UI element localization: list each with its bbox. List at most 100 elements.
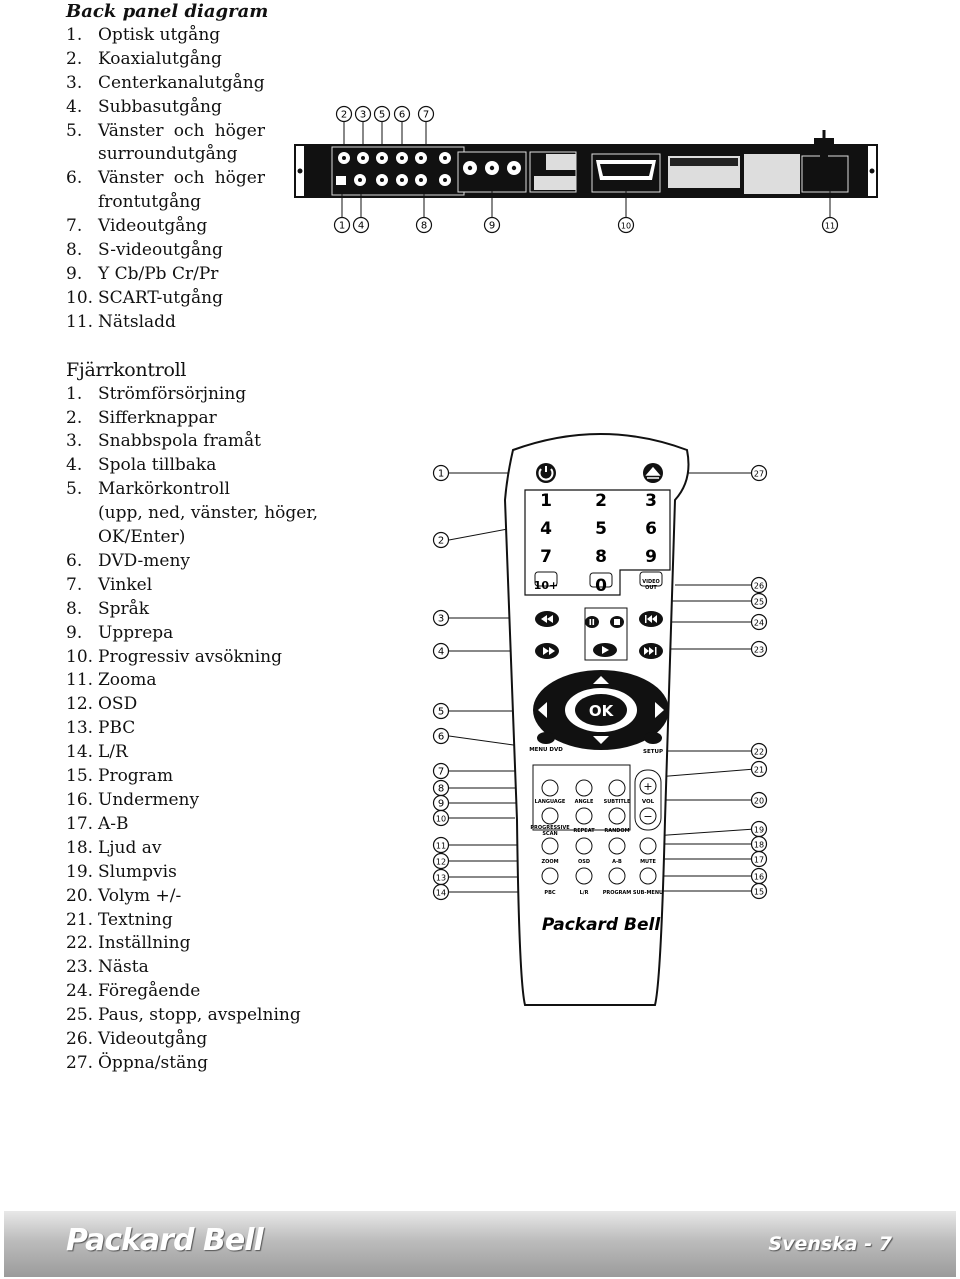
item-number: 4. <box>66 96 83 117</box>
callout-circle <box>354 105 372 123</box>
item-text: Zooma <box>98 670 157 691</box>
item-number: 15. <box>66 766 94 787</box>
callout-number: 9 <box>438 799 444 810</box>
item-number: 9. <box>66 263 83 284</box>
zero-key: 0 <box>595 576 607 596</box>
callout-circle <box>750 613 768 631</box>
callout-circle <box>432 883 450 901</box>
remote-item: 12.OSD <box>66 693 406 717</box>
back-panel-item: 11.Nätsladd <box>66 311 406 335</box>
video-out-label-2: OUT <box>645 585 657 591</box>
callout-number: 4 <box>438 647 444 658</box>
item-text: Videoutgång <box>98 1029 208 1050</box>
item-number: 12. <box>66 694 94 715</box>
item-text: (upp, ned, vänster, höger, OK/Enter) <box>98 503 319 548</box>
remote-item: 4.Spola tillbaka <box>66 454 406 478</box>
callout-number: 21 <box>754 766 764 775</box>
item-number: 20. <box>66 885 94 906</box>
item-number: 8. <box>66 240 83 261</box>
item-text: Strömförsörjning <box>98 383 247 404</box>
item-text: Inställning <box>98 933 191 954</box>
item-number: 9. <box>66 622 83 643</box>
item-number: 7. <box>66 216 83 237</box>
callout-circle <box>393 105 411 123</box>
callout-number: 5 <box>379 110 385 121</box>
back-panel-title: Back panel diagram <box>66 1 269 22</box>
func-label: SCAN <box>542 831 557 837</box>
remote-item: 22.Inställning <box>66 932 406 956</box>
item-number: 14. <box>66 742 94 763</box>
item-text: Paus, stopp, avspelning <box>98 1005 301 1026</box>
remote-item: 17.A-B <box>66 813 406 837</box>
vol-label: VOL <box>642 799 655 805</box>
digit-key-9[interactable]: 9 <box>645 547 657 567</box>
item-text: SCART-utgång <box>98 287 223 308</box>
func-label: ANGLE <box>575 799 594 805</box>
item-text: Vinkel <box>98 574 153 595</box>
remote-item: 6.DVD-meny <box>66 550 406 574</box>
item-text: L/R <box>98 742 128 763</box>
item-number: 23. <box>66 957 94 978</box>
item-number: 5. <box>66 479 83 500</box>
back-panel-item: 4.Subbasutgång <box>66 96 406 120</box>
callout-circle <box>432 642 450 660</box>
back-panel-item: 10.SCART-utgång <box>66 287 406 311</box>
digit-key-2[interactable]: 2 <box>595 491 607 511</box>
remote-brand: Packard Bell <box>542 915 661 935</box>
callout-number: 14 <box>436 889 446 898</box>
digit-key-8[interactable]: 8 <box>595 547 607 567</box>
callout-number: 23 <box>754 646 764 655</box>
digit-key-1[interactable]: 1 <box>540 491 552 511</box>
remote-item: 18.Ljud av <box>66 837 406 861</box>
digit-key-3[interactable]: 3 <box>645 491 657 511</box>
func-label: LANGUAGE <box>535 799 566 805</box>
item-number: 26. <box>66 1029 94 1050</box>
callout-circle <box>432 836 450 854</box>
item-number: 10. <box>66 646 94 667</box>
digit-key-5[interactable]: 5 <box>595 519 607 539</box>
item-number: 5. <box>66 120 83 141</box>
callout-number: 11 <box>825 222 835 231</box>
item-text: OSD <box>98 694 138 715</box>
callout-number: 20 <box>754 797 764 806</box>
item-text: A-B <box>98 813 129 834</box>
callout-number: 22 <box>754 748 764 757</box>
digit-key-6[interactable]: 6 <box>645 519 657 539</box>
func-label: PROGRAM <box>603 890 632 896</box>
callout-number: 12 <box>436 858 446 867</box>
video-out-label-1: VIDEO <box>642 579 660 585</box>
ok-button[interactable]: OK <box>589 702 615 720</box>
callout-number: 1 <box>339 221 345 232</box>
item-text: DVD-meny <box>98 550 191 571</box>
digit-key-7[interactable]: 7 <box>540 547 552 567</box>
callout-number: 13 <box>436 874 446 883</box>
item-text: Snabbspola framåt <box>98 431 261 452</box>
remote-item: 21.Textning <box>66 909 406 933</box>
remote-item: 7.Vinkel <box>66 574 406 598</box>
callout-number: 15 <box>754 888 764 897</box>
func-label: SUBTITLE <box>604 799 631 805</box>
callout-circle <box>373 105 391 123</box>
item-text: Nästa <box>98 957 149 978</box>
digit-key-4[interactable]: 4 <box>540 519 552 539</box>
callout-number: 7 <box>438 767 444 778</box>
callout-number: 3 <box>438 614 444 625</box>
callout-number: 19 <box>754 826 764 835</box>
footer-bar: Packard Bell Svenska - 7 <box>4 1211 956 1277</box>
item-text: Upprepa <box>98 622 174 643</box>
item-number: 8. <box>66 598 83 619</box>
callout-number: 11 <box>436 842 446 851</box>
remote-item: 14.L/R <box>66 741 406 765</box>
item-number: 25. <box>66 1005 94 1026</box>
callout-number: 27 <box>754 470 764 479</box>
remote-item: 20.Volym +/- <box>66 885 406 909</box>
func-label: PROGRESSIVE <box>530 825 570 831</box>
remote-item: 25.Paus, stopp, avspelning <box>66 1004 406 1028</box>
func-label: ZOOM <box>541 859 558 865</box>
callout-number: 8 <box>438 784 444 795</box>
